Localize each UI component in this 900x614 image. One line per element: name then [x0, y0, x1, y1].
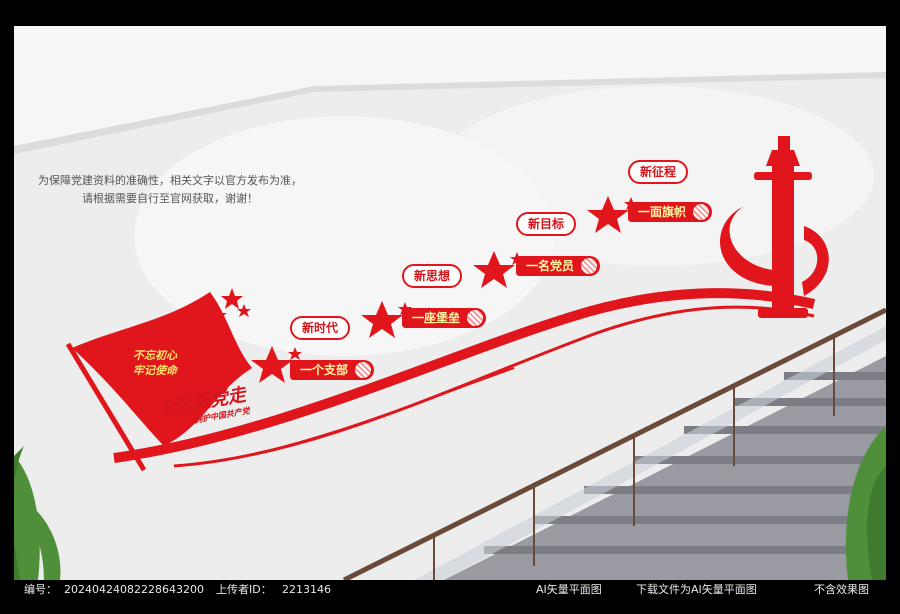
- footer-bar: 编号： 20240424082228643200 上传者ID： 2213146 …: [0, 580, 900, 614]
- step-text-bar: 一面旗帜: [628, 202, 713, 222]
- flag-stars: [213, 288, 251, 321]
- step-text-bar: 一座堡垒: [402, 308, 487, 328]
- staircase: [342, 307, 886, 580]
- disclaimer-line: 为保障党建资料的准确性，相关文字以官方发布为准，: [38, 174, 302, 187]
- id-value: 20240424082228643200: [64, 583, 204, 596]
- no-effect-note: 不含效果图: [814, 583, 869, 596]
- id-label: 编号：: [24, 583, 57, 596]
- left-brand: AI矢量平面图: [536, 583, 602, 596]
- potted-plant-left: [14, 446, 61, 580]
- ceiling-edge: [14, 72, 886, 154]
- handrail: [342, 307, 886, 580]
- red-flag: [65, 292, 252, 472]
- potted-plant-right: [845, 426, 886, 580]
- red-ribbon-thin: [213, 367, 515, 463]
- flag-slogan: 不忘初心 牢记使命: [100, 348, 210, 378]
- scene-illustration: [14, 26, 886, 580]
- uploader-label: 上传者ID：: [216, 583, 272, 596]
- ceiling: [14, 26, 886, 146]
- disclaimer-notice: 为保障党建资料的准确性，相关文字以官方发布为准， 请根据需要自行至官网获取，谢谢…: [20, 172, 320, 208]
- red-ribbon: [113, 288, 816, 463]
- disclaimer-line: 请根据需要自行至官网获取，谢谢！: [82, 192, 258, 205]
- step-title-tag: 新征程: [628, 160, 689, 184]
- step-text-bar: 一个支部: [290, 360, 375, 380]
- step-title-tag: 新思想: [402, 264, 463, 288]
- step-title-tag: 新时代: [290, 316, 351, 340]
- flag-slogan-line: 不忘初心: [133, 349, 177, 362]
- download-note: 下载文件为AI矢量平面图: [636, 583, 757, 596]
- flag-slogan-line: 牢记使命: [133, 364, 177, 377]
- huabiao-column: [720, 136, 829, 318]
- step-text-bar: 一名党员: [516, 256, 601, 276]
- step-title-tag: 新目标: [516, 212, 577, 236]
- uploader-value: 2213146: [282, 583, 331, 596]
- wall-scene: 为保障党建资料的准确性，相关文字以官方发布为准， 请根据需要自行至官网获取，谢谢…: [14, 26, 886, 580]
